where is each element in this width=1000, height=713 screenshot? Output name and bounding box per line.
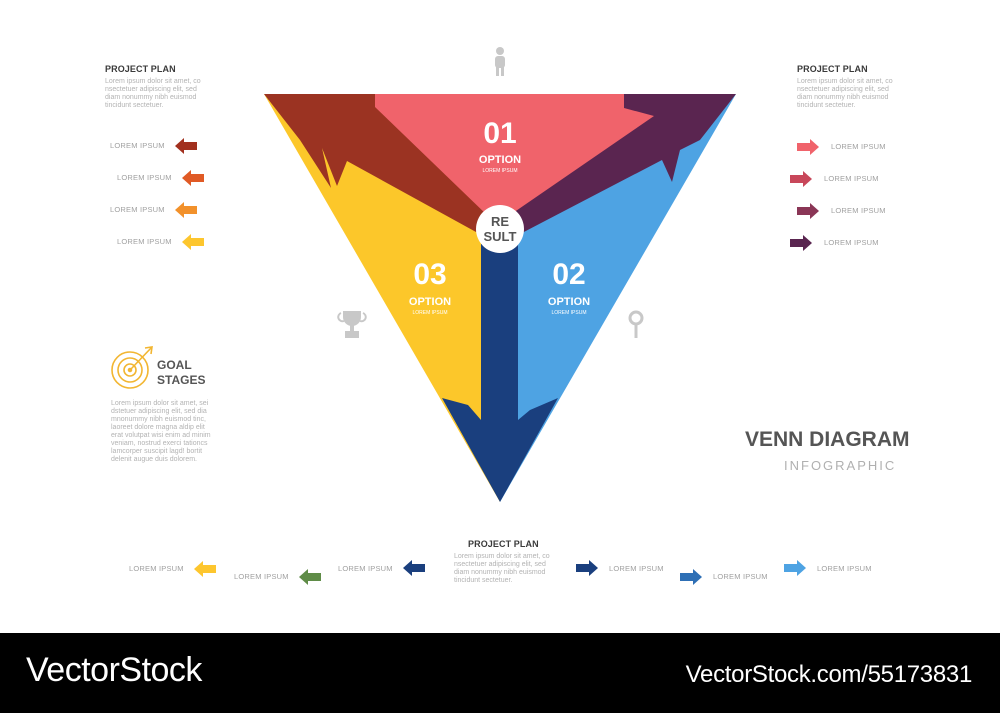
text-line: tincidunt sectetuer.	[454, 577, 513, 584]
arrow-left-icon	[299, 569, 321, 585]
text-line: lamcorper suscipit lagd! bortit	[111, 448, 203, 455]
text-line: nsectetuer adipiscing elit, sed	[797, 86, 889, 93]
arrow-left-icon	[175, 202, 197, 218]
text-line: laoreet dolore magna aldip elit	[111, 424, 205, 431]
text-line: tincidunt sectetuer.	[797, 102, 856, 109]
right-arrow-3-label: LOREM IPSUM	[831, 206, 886, 215]
bottom-right-arrow-3-label: LOREM IPSUM	[817, 564, 872, 573]
right-arrow-2-label: LOREM IPSUM	[824, 174, 879, 183]
arrow-right-icon	[797, 203, 819, 219]
segment-03	[264, 94, 500, 502]
text-line: Lorem ipsum dolor sit amet, co	[454, 553, 550, 560]
right-arrow-1-label: LOREM IPSUM	[831, 142, 886, 151]
bottom-right-arrow-2-label: LOREM IPSUM	[713, 572, 768, 581]
bottom-panel-text: Lorem ipsum dolor sit amet, co nsectetue…	[454, 553, 550, 585]
option-03-number: 03	[413, 258, 446, 291]
arrow-left-icon	[194, 561, 216, 577]
right-arrow-4-label: LOREM IPSUM	[824, 238, 879, 247]
text-line: nsectetuer adipiscing elit, sed	[105, 86, 197, 93]
option-02-title: OPTION	[548, 296, 590, 308]
right-panel-text: Lorem ipsum dolor sit amet, co nsectetue…	[797, 78, 893, 110]
text-line: diam nonummy nibh euismod	[454, 569, 546, 576]
text-line: Lorem ipsum dolor sit amet, sei	[111, 400, 209, 407]
text-line: diam nonummy nibh euismod	[797, 94, 889, 101]
arrow-left-icon	[175, 138, 197, 154]
text-line: mnonummy nibh euismod tinc,	[111, 416, 206, 423]
bottom-left-arrow-2-label: LOREM IPSUM	[234, 572, 289, 581]
watermark-bar: VectorStock VectorStock.com/55173831	[0, 633, 1000, 713]
arrow-right-icon	[790, 235, 812, 251]
arrow-right-icon	[576, 560, 598, 576]
arrow-left-icon	[403, 560, 425, 576]
arrow-right-icon	[680, 569, 702, 585]
text-line: Lorem ipsum dolor sit amet, co	[105, 78, 201, 85]
option-03-title: OPTION	[409, 296, 451, 308]
arrow-band-top-left	[264, 94, 488, 232]
text-line: dstetuer adipiscing elit, sed dia	[111, 408, 207, 415]
goal-text: Lorem ipsum dolor sit amet, sei dstetuer…	[111, 400, 211, 464]
result-label-line2: SULT	[484, 229, 517, 244]
bottom-left-arrow-1-label: LOREM IPSUM	[129, 564, 184, 573]
bottom-right-arrow-1-label: LOREM IPSUM	[609, 564, 664, 573]
arrow-right-icon	[790, 171, 812, 187]
person-icon	[495, 47, 505, 76]
venn-triangle-diagram: 01 OPTION LOREM IPSUM 02 OPTION LOREM IP…	[111, 47, 736, 502]
arrow-band-bottom	[442, 244, 558, 502]
option-01-subtitle: LOREM IPSUM	[482, 168, 517, 174]
option-01-number: 01	[483, 117, 516, 150]
goal-stages-title: GOAL STAGES	[157, 358, 205, 388]
arrow-band-top-right	[510, 94, 736, 234]
result-label-line1: RE	[491, 214, 509, 229]
option-01-title: OPTION	[479, 154, 521, 166]
venn-diagram-title: VENN DIAGRAM	[745, 428, 910, 451]
infographic-canvas: 01 OPTION LOREM IPSUM 02 OPTION LOREM IP…	[105, 47, 910, 585]
right-panel-heading: PROJECT PLAN	[797, 64, 868, 74]
segment-02	[500, 94, 736, 502]
trophy-icon	[337, 311, 367, 338]
result-circle	[476, 205, 524, 253]
left-panel-heading: PROJECT PLAN	[105, 64, 176, 74]
goal-title-line: STAGES	[157, 373, 206, 387]
arrow-right-icon	[797, 139, 819, 155]
text-line: Lorem ipsum dolor sit amet, co	[797, 78, 893, 85]
left-arrow-4-label: LOREM IPSUM	[117, 237, 172, 246]
text-line: delenit augue duis dolorem.	[111, 456, 198, 463]
text-line: erat volutpat wisi enim ad minim	[111, 432, 211, 439]
text-line: veniam, nostrud exerci tationcs	[111, 440, 208, 447]
infographic-subtitle: INFOGRAPHIC	[784, 458, 897, 473]
option-02-subtitle: LOREM IPSUM	[551, 310, 586, 316]
goal-title-line: GOAL	[157, 358, 192, 372]
left-arrow-2-label: LOREM IPSUM	[117, 173, 172, 182]
text-line: diam nonummy nibh euismod	[105, 94, 197, 101]
left-panel-text: Lorem ipsum dolor sit amet, co nsectetue…	[105, 78, 201, 110]
bottom-left-arrow-3-label: LOREM IPSUM	[338, 564, 393, 573]
left-arrow-1-label: LOREM IPSUM	[110, 141, 165, 150]
option-02-number: 02	[552, 258, 585, 291]
target-icon	[111, 346, 153, 389]
bottom-panel-heading: PROJECT PLAN	[468, 539, 539, 549]
arrow-left-icon	[182, 234, 204, 250]
magnifier-icon	[628, 310, 644, 338]
text-line: nsectetuer adipiscing elit, sed	[454, 561, 546, 568]
text-line: tincidunt sectetuer.	[105, 102, 164, 109]
left-arrow-3-label: LOREM IPSUM	[110, 205, 165, 214]
option-03-subtitle: LOREM IPSUM	[412, 310, 447, 316]
arrow-right-icon	[784, 560, 806, 576]
brand-logo: VectorStock	[26, 651, 202, 689]
arrow-left-icon	[182, 170, 204, 186]
image-id: VectorStock.com/55173831	[685, 661, 973, 688]
